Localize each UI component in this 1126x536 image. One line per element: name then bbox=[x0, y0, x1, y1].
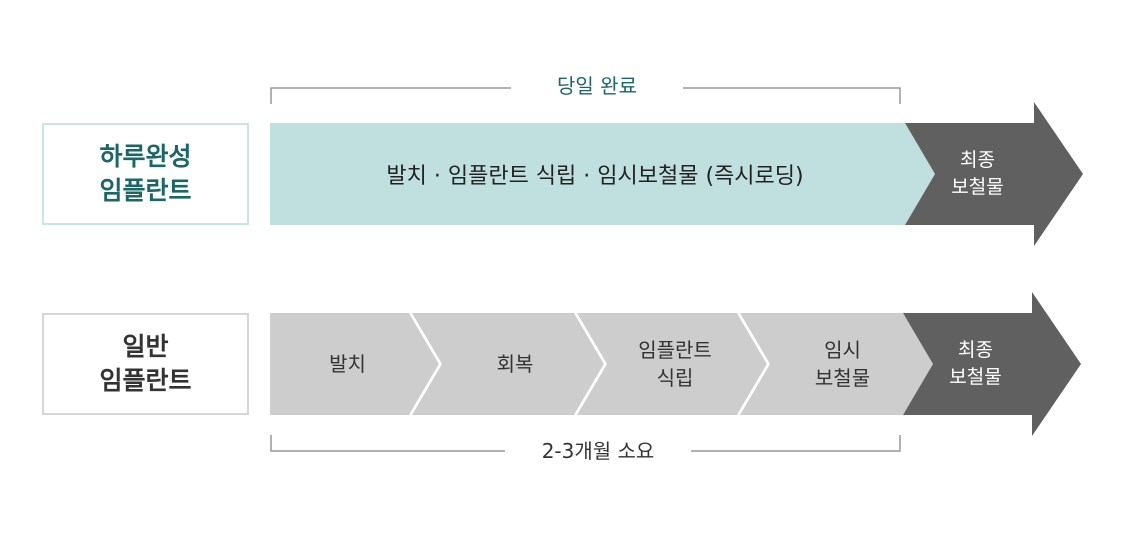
fast-final-text: 최종 보철물 bbox=[930, 146, 1025, 202]
fast-final-line1: 최종 bbox=[960, 149, 995, 171]
normal-final-line2: 보철물 bbox=[949, 366, 1002, 388]
chevron-divider-3 bbox=[737, 312, 770, 416]
step-chevron-4 bbox=[740, 313, 933, 415]
step-3-line2: 식립 bbox=[656, 366, 694, 390]
fast-label-line1: 하루완성 bbox=[99, 142, 192, 171]
normal-final-arrow bbox=[903, 292, 1081, 436]
fast-process-text: 발치 · 임플란트 식립 · 임시보철물 (즉시로딩) bbox=[386, 164, 804, 189]
step-chevron-2 bbox=[412, 313, 605, 415]
fast-implant-label: 하루완성 임플란트 bbox=[42, 123, 249, 225]
chevron-divider-1 bbox=[409, 312, 442, 416]
step-4-line2: 보철물 bbox=[814, 366, 871, 390]
normal-label-line2: 임플란트 bbox=[99, 366, 192, 395]
fast-process-bar bbox=[270, 123, 935, 225]
fast-final-arrow bbox=[905, 102, 1083, 246]
normal-implant-label: 일반 임플란트 bbox=[42, 313, 249, 415]
same-day-label: 당일 완료 bbox=[511, 72, 683, 100]
normal-final-text: 최종 보철물 bbox=[928, 336, 1023, 392]
normal-label-line1: 일반 bbox=[122, 332, 169, 361]
duration-label: 2-3개월 소요 bbox=[505, 437, 691, 465]
fast-label-line2: 임플란트 bbox=[99, 176, 192, 205]
fast-final-line2: 보철물 bbox=[951, 176, 1004, 198]
step-chevron-1 bbox=[270, 313, 440, 415]
step-implant-placement: 임플란트 식립 bbox=[605, 336, 745, 392]
normal-final-line1: 최종 bbox=[958, 339, 993, 361]
chevron-divider-2 bbox=[574, 312, 607, 416]
step-recovery: 회복 bbox=[445, 336, 585, 392]
step-extraction: 발치 bbox=[280, 336, 415, 392]
step-2-line1: 회복 bbox=[496, 352, 534, 376]
step-temporary-prosthesis: 임시 보철물 bbox=[770, 336, 915, 392]
step-3-line1: 임플란트 bbox=[638, 338, 712, 362]
step-4-line1: 임시 bbox=[824, 338, 861, 362]
step-1-line1: 발치 bbox=[329, 352, 366, 376]
step-chevron-3 bbox=[577, 313, 768, 415]
